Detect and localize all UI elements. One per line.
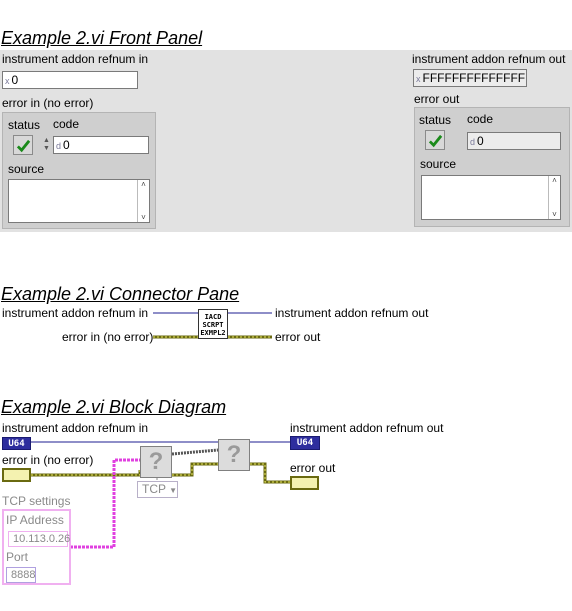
icon-line: SCRPT (202, 321, 224, 329)
ring-arrow-icon: ▼ (169, 486, 178, 495)
radix-indicator: x (5, 76, 10, 86)
error-out-label: error out (414, 92, 460, 106)
error-out-status-indicator (425, 130, 445, 150)
tcp-settings-label: TCP settings (2, 494, 71, 508)
question-mark-icon: ? (148, 448, 164, 475)
bd-error-out-terminal[interactable] (290, 476, 319, 490)
connector-pane-title: Example 2.vi Connector Pane (1, 284, 240, 304)
ip-address-label: IP Address (6, 513, 64, 527)
error-in-code-value: 0 (63, 138, 70, 152)
bd-tcp-wire (70, 458, 140, 549)
error-in-source-label: source (8, 162, 45, 176)
error-in-status-checkbox[interactable] (13, 135, 33, 155)
bd-error-wire-1 (31, 470, 142, 477)
scroll-down-icon: ˅ (141, 213, 146, 222)
bd-error-in-label: error in (no error) (2, 453, 94, 467)
icon-line: EXMPL2 (200, 329, 226, 337)
bd-error-in-terminal[interactable] (2, 468, 31, 482)
block-diagram-title: Example 2.vi Block Diagram (1, 397, 227, 417)
port-field[interactable]: 8888 (6, 567, 36, 583)
refnum-out-label: instrument addon refnum out (412, 52, 566, 66)
bd-refnum-out-label: instrument addon refnum out (290, 421, 444, 435)
error-out-status-label: status (419, 113, 452, 127)
error-in-status-label: status (8, 118, 41, 132)
checkmark-icon (428, 134, 442, 147)
icon-line: IACD (204, 313, 222, 321)
connector-pane-icon: IACD SCRPT EXMPL2 (198, 309, 228, 339)
cp-refnum-in-label: instrument addon refnum in (2, 306, 149, 320)
port-label: Port (6, 550, 29, 564)
bd-refnum-out-terminal[interactable]: U64 (290, 436, 320, 450)
bd-error-wire-2 (172, 462, 218, 477)
error-out-code-value: 0 (477, 134, 484, 148)
scroll-down-icon: ˅ (552, 210, 557, 219)
unknown-subvi-node-2[interactable]: ? (218, 439, 250, 471)
error-in-code-spinner[interactable]: ▲▼ (41, 136, 52, 154)
refnum-in-value: 0 (11, 73, 19, 87)
cp-error-out-label: error out (275, 330, 321, 344)
bd-error-out-label: error out (290, 461, 336, 475)
refnum-out-indicator: xFFFFFFFFFFFFFFFF (413, 69, 527, 87)
bd-refnum-in-label: instrument addon refnum in (2, 421, 149, 435)
error-out-source-label: source (420, 157, 457, 171)
tcp-settings-cluster[interactable]: IP Address 10.113.0.26 Port 8888 (2, 509, 71, 585)
error-out-code-label: code (467, 112, 494, 126)
connection-type-ring[interactable]: TCP ▼ (137, 481, 178, 498)
spin-up-icon: ▲ (43, 137, 50, 144)
checkmark-icon (16, 139, 30, 152)
error-out-source-field: ˄˅ (421, 175, 561, 220)
ip-address-field[interactable]: 10.113.0.26 (8, 531, 70, 547)
question-mark-icon: ? (226, 441, 242, 468)
refnum-out-value: FFFFFFFFFFFFFFFF (422, 71, 527, 85)
radix-indicator: x (416, 74, 421, 84)
bd-refnum-in-terminal[interactable]: U64 (2, 437, 31, 450)
error-in-label: error in (no error) (2, 96, 94, 110)
scroll-up-icon: ˄ (141, 180, 146, 189)
source-scrollbar[interactable]: ˄˅ (548, 176, 560, 219)
source-scrollbar[interactable]: ˄˅ (137, 180, 149, 222)
ring-value: TCP (142, 482, 166, 496)
spin-down-icon: ▼ (43, 145, 50, 152)
connector-pane-wires (153, 312, 272, 339)
radix-indicator: d (56, 141, 62, 151)
cp-error-in-label: error in (no error) (62, 330, 154, 344)
front-panel-title: Example 2.vi Front Panel (1, 28, 203, 48)
bd-ring-wire (171, 448, 219, 456)
bd-error-out-wire (250, 462, 290, 484)
scroll-up-icon: ˄ (552, 176, 557, 185)
radix-indicator: d (470, 137, 476, 147)
error-in-source-field[interactable]: ˄˅ (8, 179, 150, 223)
refnum-in-label: instrument addon refnum in (2, 52, 149, 66)
cp-refnum-out-label: instrument addon refnum out (275, 306, 429, 320)
error-in-code-label: code (53, 117, 80, 131)
unknown-subvi-node[interactable]: ? (140, 446, 172, 478)
